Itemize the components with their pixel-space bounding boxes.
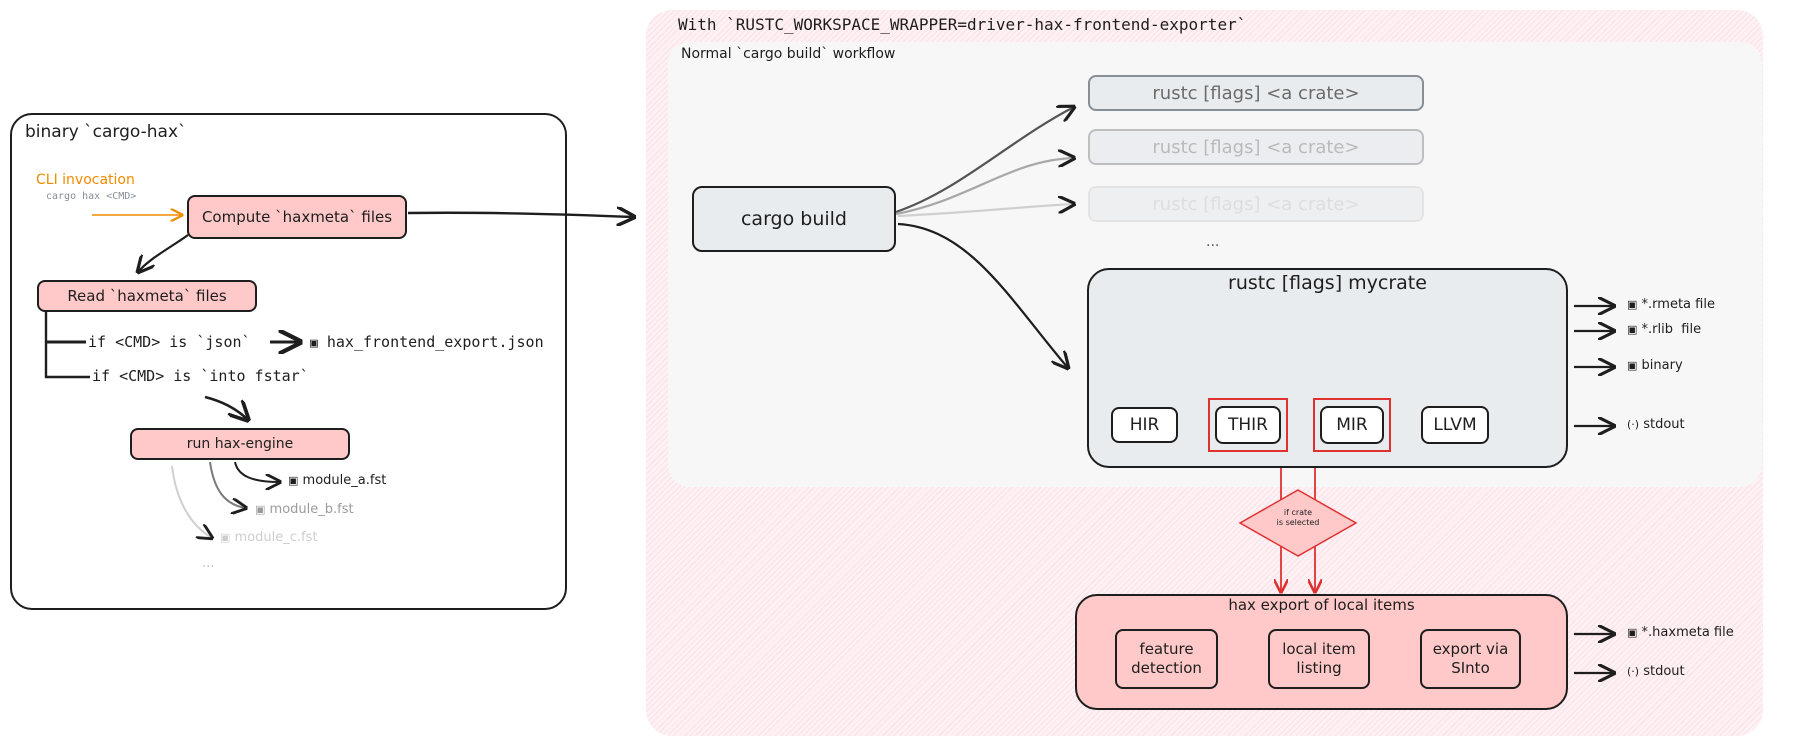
local-item-listing-box: local item listing (1268, 629, 1370, 689)
thir-selection-frame (1208, 398, 1288, 452)
module-a-file: ▣ module_a.fst (288, 473, 387, 488)
mir-selection-frame (1313, 398, 1391, 452)
save-icon: ▣ (1627, 626, 1638, 639)
module-c-file: ▣ module_c.fst (220, 530, 318, 545)
stage-thir: THIR (1215, 406, 1281, 444)
compute-to-read-arrow (138, 234, 189, 272)
cargo-build-box: cargo build (692, 186, 896, 252)
read-haxmeta-box: Read `haxmeta` files (37, 280, 257, 312)
to-engine-arrow (204, 395, 248, 420)
crates-ellipsis: ... (1206, 234, 1220, 250)
export-stdout-output: (·) stdout (1627, 664, 1685, 679)
rlib-output: ▣ *.rlib file (1627, 322, 1702, 337)
if-json-label: if <CMD> is `json` (88, 333, 251, 351)
rustc-crate-box: rustc [flags] <a crate> (1088, 129, 1424, 165)
run-hax-engine-box: run hax-engine (130, 428, 350, 460)
modules-ellipsis: ... (202, 556, 215, 571)
compute-haxmeta-box: Compute `haxmeta` files (187, 195, 407, 239)
stage-mir: MIR (1320, 406, 1384, 444)
module-b-file: ▣ module_b.fst (255, 502, 354, 517)
if-fstar-label: if <CMD> is `into fstar` (92, 367, 309, 385)
decision-diamond (1238, 489, 1358, 557)
cargo-hax-title: binary `cargo-hax` (25, 122, 187, 142)
cli-invocation-sub: cargo hax <CMD> (46, 191, 137, 202)
mycrate-title: rustc [flags] mycrate (1228, 272, 1427, 294)
branch-line (44, 310, 90, 379)
save-icon: ▣ (220, 531, 231, 544)
decision-label: if crate is selected (1276, 508, 1320, 527)
cargo-to-mycrate-arrow (897, 222, 1068, 368)
cli-invocation-label: CLI invocation (36, 172, 135, 188)
wrapper-title: With `RUSTC_WORKSPACE_WRAPPER=driver-hax… (678, 15, 1247, 34)
stdout-output: (·) stdout (1627, 417, 1685, 432)
save-icon: ▣ (1627, 359, 1638, 372)
export-via-sinto-box: export via SInto (1420, 629, 1521, 689)
binary-output: ▣ binary (1627, 358, 1683, 373)
to-wrapper-arrow (407, 213, 634, 217)
terminal-icon: (·) (1627, 418, 1640, 431)
rmeta-output: ▣ *.rmeta file (1627, 297, 1715, 312)
save-icon: ▣ (1627, 298, 1638, 311)
rustc-crate-box: rustc [flags] <a crate> (1088, 75, 1424, 111)
save-icon: ▣ (288, 474, 299, 487)
hax-export-title: hax export of local items (1228, 596, 1415, 614)
save-icon: ▣ (1627, 323, 1638, 336)
save-icon: ▣ (310, 336, 318, 351)
save-icon: ▣ (255, 503, 266, 516)
stage-llvm: LLVM (1421, 406, 1489, 444)
rustc-crate-box: rustc [flags] <a crate> (1088, 186, 1424, 222)
stage-hir: HIR (1111, 407, 1178, 443)
haxmeta-output: ▣ *.haxmeta file (1627, 625, 1734, 640)
terminal-icon: (·) (1627, 665, 1640, 678)
workflow-title: Normal `cargo build` workflow (681, 46, 896, 62)
json-output-file: ▣ hax_frontend_export.json (310, 333, 544, 351)
feature-detection-box: feature detection (1115, 629, 1218, 689)
